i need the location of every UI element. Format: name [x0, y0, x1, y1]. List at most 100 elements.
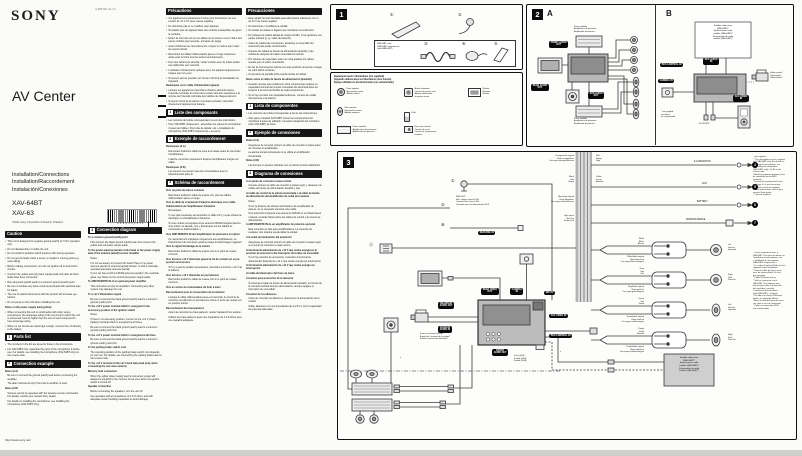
model-xav64bt: XAV-64BT: [12, 200, 43, 207]
column-text: Si el automóvil incorpora una antena de …: [248, 212, 322, 222]
column-text: Pour XAV-64BT uniquement : assemblez les…: [168, 123, 241, 133]
column-text: Al cable del interruptor del freno de ma…: [246, 272, 295, 276]
section-badge: 1: [168, 110, 173, 116]
column-text: A AMP REMOTE IN de un amplificador de po…: [246, 223, 316, 227]
registration-mark: [158, 105, 166, 108]
column-text: Notas sobre el cable de fuente de alimen…: [246, 78, 312, 82]
column-text: Be sure to connect the ground (earth) le…: [7, 374, 78, 381]
column-text: Precauciones: [248, 8, 275, 14]
column-text: Speaker connection: [88, 385, 112, 389]
reverse-in-label: REVERSE IN: [478, 231, 496, 236]
column-text: Run all ground (earth) leads to a common…: [7, 280, 76, 284]
column-text: Be sure to insulate any loose unconnecte…: [7, 285, 81, 292]
column-text: Las fuentes no pueden utilizarse con el …: [248, 164, 321, 167]
column-text: When no car circuits are rated high enou…: [7, 324, 81, 331]
model-numbers: XAV-64BT XAV-63: [12, 199, 42, 219]
column-text: Connection diagram: [96, 227, 137, 233]
front-left-speaker-row: [591, 241, 722, 259]
bus-control-in-label-2b: BUS CONTROL IN: [660, 63, 684, 68]
mic-in-label-3: MIC IN*: [544, 291, 556, 296]
column-text: Raccordement pour la conservation de la …: [166, 290, 225, 294]
camera-in-label-2b: CAMERA IN: [658, 79, 675, 84]
column-text: Be sure to connect the black ground (ear…: [90, 338, 158, 345]
illumination-label: ILLUMINATION: [694, 160, 711, 163]
column-text: Connection example: [13, 360, 54, 366]
column-text: First connect the black ground (earth) l…: [90, 241, 156, 248]
column-text: For XAV-64BT only: assemble the parts of…: [7, 347, 80, 358]
column-text: Conexión de los altavoces: [246, 292, 277, 296]
column-text: Remarques (2-B): [166, 165, 186, 169]
part-3-number: ③: [424, 41, 428, 46]
parking-brake-label: PARKING BRAKE: [686, 218, 706, 221]
fold-mark: [148, 221, 150, 232]
column-text: Les numéros de la liste correspondent à …: [168, 118, 236, 122]
column-text: Do not install in locations which interf…: [7, 252, 76, 256]
monitor-icon: [468, 88, 481, 97]
column-precauciones-es: PrecaucionesEsta unidad ha sido diseñada…: [246, 5, 322, 446]
column-text: No instale la unidad en lugares que inte…: [248, 29, 315, 33]
column-text: Asegúrese de conectar primero el cable d…: [248, 143, 321, 150]
column-text: Al terminal de alimentación de +12 V que…: [246, 248, 320, 255]
column-text: Memory hold connection: [88, 369, 117, 373]
part-card-drawing: [493, 47, 509, 63]
title-en: Installation/Connections: [12, 172, 70, 178]
column-text: Il n'est pas nécessaire de raccorder ce …: [168, 214, 242, 221]
column-text: Remarques sur le câble d'alimentation (j…: [166, 84, 220, 88]
column-text: Notas (2-B): [246, 159, 260, 163]
column-text: Si votre voiture est équipée d'une anten…: [168, 221, 241, 232]
column-text: To the parking brake switch cord: [88, 346, 127, 350]
terminal-5-number: 5: [752, 184, 758, 190]
column-text: Do not get the leads under a screw, or c…: [7, 257, 80, 264]
title-es: Instalación/Conexiones: [12, 186, 68, 193]
column-text: Vers AMP REMOTE IN de l'amplificateur de…: [166, 232, 240, 236]
section-badge: 3: [90, 227, 95, 233]
section-2-number: 2: [532, 9, 543, 20]
column-text: Exemple de raccordement: [174, 136, 226, 142]
column-text: It is not necessary to connect this lead…: [90, 261, 159, 271]
section-badge: 1: [248, 103, 253, 109]
legend-ipod: iPod: [404, 112, 416, 122]
registration-mark: [158, 116, 166, 119]
column-text: Si conecta el cable de fuente de aliment…: [248, 281, 322, 291]
column-text: The use of optical instruments with this…: [7, 293, 77, 300]
column-text: Notes on the power supply lead (yellow): [5, 305, 52, 309]
column-text: Si no hay posición de accesorios, conéct…: [248, 256, 322, 263]
column-text: Schéma de raccordement: [174, 179, 225, 185]
panel2-divider: [655, 4, 656, 145]
satellite-tuner-box-label-2b: Satellite radio tuner(XAV-64BT)*Syntonis…: [712, 25, 734, 41]
amp-icon: [337, 126, 351, 134]
bus-control-in-label-3: BUS CONTROL IN: [549, 334, 573, 339]
column-text: Notas:: [248, 199, 256, 203]
column-text: N'exercez pas de pression sur l'écran LC…: [168, 76, 240, 83]
column-text: Sólo para el modelo XAV-64BT: monte los …: [248, 117, 320, 127]
connector-a-number: ⓐ: [369, 242, 374, 247]
column-text: El uso de instrumentos ópticos con este …: [248, 65, 322, 72]
section-badge: 3: [248, 171, 253, 176]
column-text: Do not disassemble or modify the unit.: [7, 247, 49, 251]
column-text: Parts list: [13, 334, 31, 340]
column-text: Si no hay circuitos con capacidad sufici…: [248, 93, 317, 100]
section-3-number: 3: [343, 157, 354, 168]
column-text: To the +12 V power terminal which is ene…: [88, 333, 156, 337]
fuse-note: Fuse (10 A)Fusible (10 A)Fusible (10 A): [514, 355, 527, 362]
camera-icon: [404, 126, 413, 133]
column-text: Conecte primero el cable de conexión a m…: [248, 184, 322, 191]
xav64bt-only-note: XAV-64BT only(XAV-64BT uniquement)(solo …: [377, 43, 400, 51]
legend-panel: [330, 72, 523, 146]
legend-title: Equipment used in illustrations (not sup…: [334, 76, 394, 84]
usb-cable-label: RC-202IPV*: [699, 123, 710, 125]
column-text: If your car has a built-in FM/AM antenna…: [90, 272, 159, 279]
sub-icon: [404, 88, 413, 97]
